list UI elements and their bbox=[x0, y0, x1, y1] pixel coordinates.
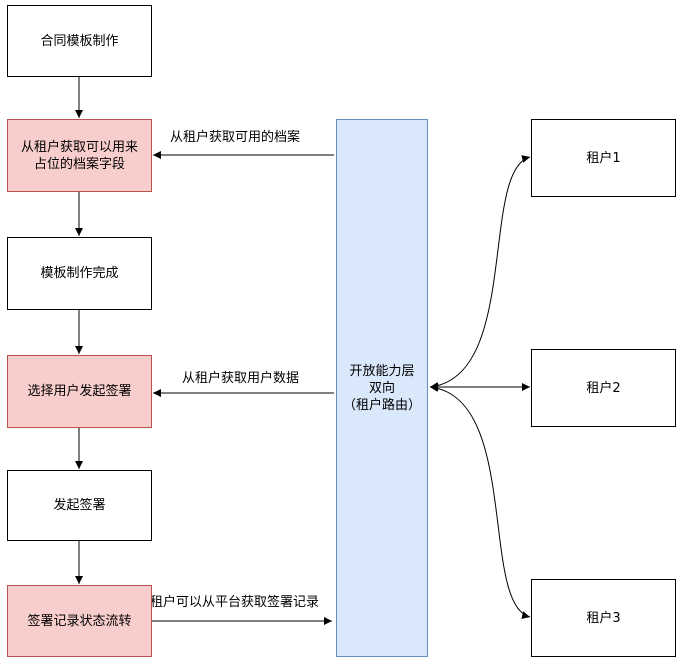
node-choose-user-sign-label: 选择用户发起签署 bbox=[27, 384, 132, 399]
node-template-make: 合同模板制作 bbox=[7, 5, 152, 77]
node-choose-user-sign: 选择用户发起签署 bbox=[7, 355, 152, 428]
node-fetch-archive-fields: 从租户获取可以用来 占位的档案字段 bbox=[7, 119, 152, 192]
node-tenant2: 租户2 bbox=[531, 349, 676, 427]
edge-label-fetch-user-data: 从租户获取用户数据 bbox=[182, 370, 299, 386]
node-fetch-archive-fields-label: 从租户获取可以用来 占位的档案字段 bbox=[20, 139, 138, 172]
node-tenant1-label: 租户1 bbox=[586, 150, 621, 166]
node-open-layer-label: 开放能力层 双向 （租户路由） bbox=[342, 363, 421, 413]
edge-label-fetch-archive: 从租户获取可用的档案 bbox=[170, 129, 300, 145]
node-tenant2-label: 租户2 bbox=[586, 380, 621, 396]
node-tenant3: 租户3 bbox=[531, 579, 676, 657]
node-template-done: 模板制作完成 bbox=[7, 237, 152, 310]
node-sign-record-flow: 签署记录状态流转 bbox=[7, 585, 152, 657]
node-tenant1: 租户1 bbox=[531, 119, 676, 197]
node-start-sign: 发起签署 bbox=[7, 470, 152, 541]
node-template-make-label: 合同模板制作 bbox=[40, 33, 119, 49]
node-tenant3-label: 租户3 bbox=[586, 610, 621, 626]
node-template-done-label: 模板制作完成 bbox=[40, 266, 119, 281]
edge-layer-tenant3 bbox=[429, 383, 531, 619]
node-start-sign-label: 发起签署 bbox=[53, 498, 106, 513]
node-sign-record-flow-label: 签署记录状态流转 bbox=[27, 613, 132, 629]
node-open-layer: 开放能力层 双向 （租户路由） bbox=[336, 119, 428, 657]
edge-layer-tenant1 bbox=[429, 155, 531, 391]
edge-label-tenant-fetch-records: 租户可以从平台获取签署记录 bbox=[150, 594, 319, 610]
